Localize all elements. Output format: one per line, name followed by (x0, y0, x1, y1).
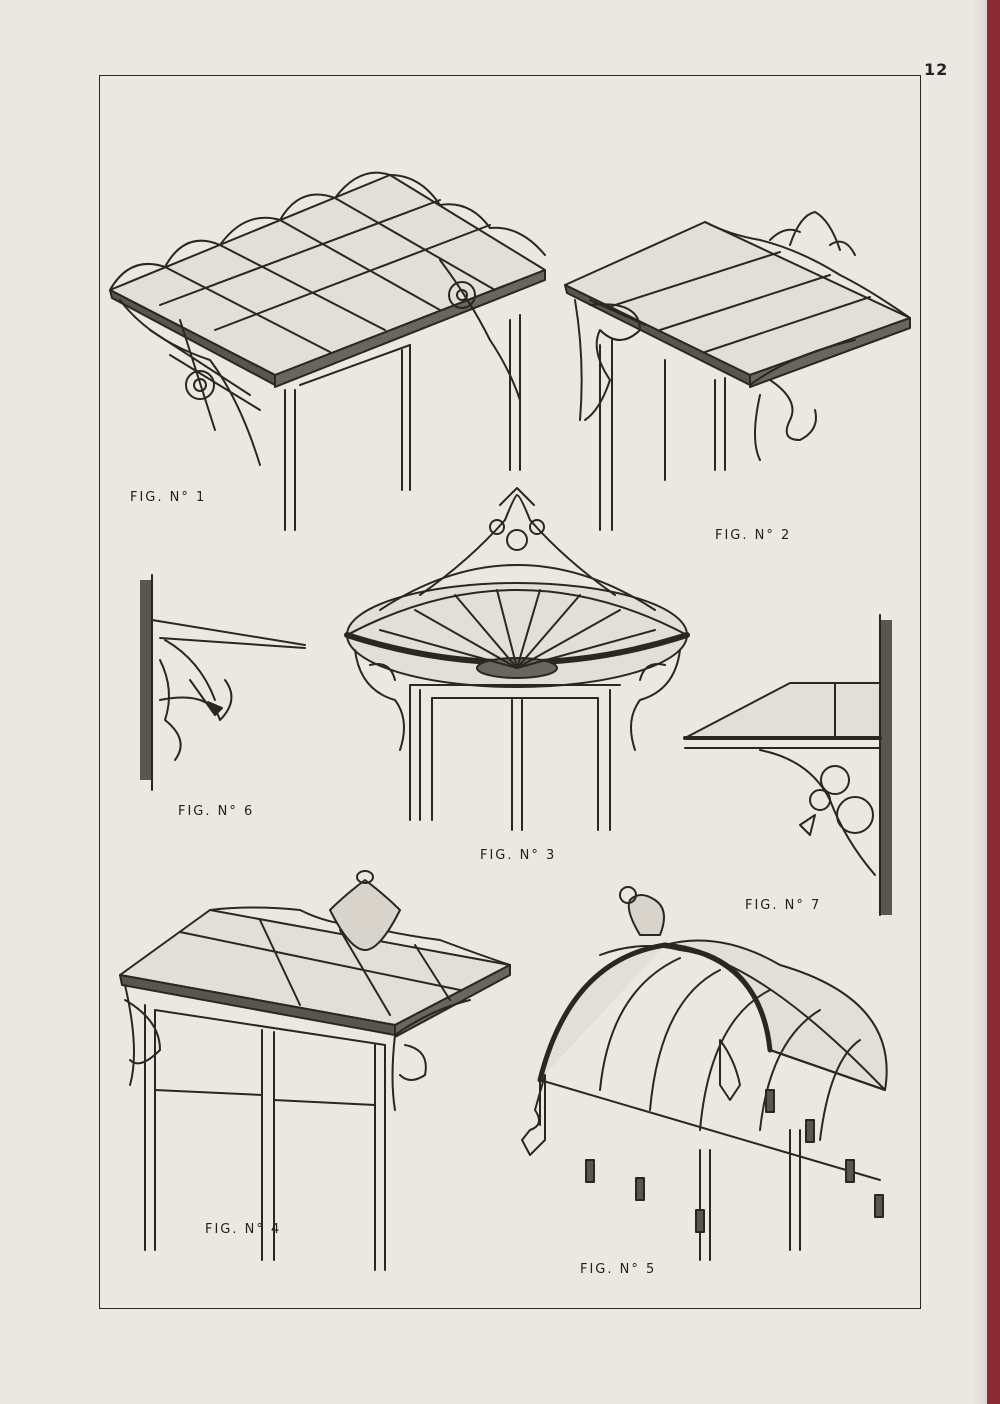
page-number: 12 (924, 60, 949, 79)
figure-7-canopy-drawing (683, 614, 892, 916)
figure-7-caption: FIG. N° 7 (745, 898, 822, 913)
figure-6-bracket-drawing (140, 574, 306, 791)
figure-3-caption: FIG. N° 3 (480, 848, 557, 863)
figure-4-canopy-drawing (119, 870, 511, 1271)
figure-1-canopy-drawing (109, 171, 546, 531)
figure-3-canopy-drawing (344, 487, 690, 831)
figure-2-canopy-drawing (564, 211, 911, 531)
figure-4-caption: FIG. N° 4 (205, 1222, 282, 1237)
figure-2-caption: FIG. N° 2 (715, 528, 792, 543)
figure-1-caption: FIG. N° 1 (130, 490, 207, 505)
figure-5-canopy-drawing (521, 886, 888, 1261)
figure-6-caption: FIG. N° 6 (178, 804, 255, 819)
figure-5-caption: FIG. N° 5 (580, 1262, 657, 1277)
plate-border (99, 75, 921, 1309)
